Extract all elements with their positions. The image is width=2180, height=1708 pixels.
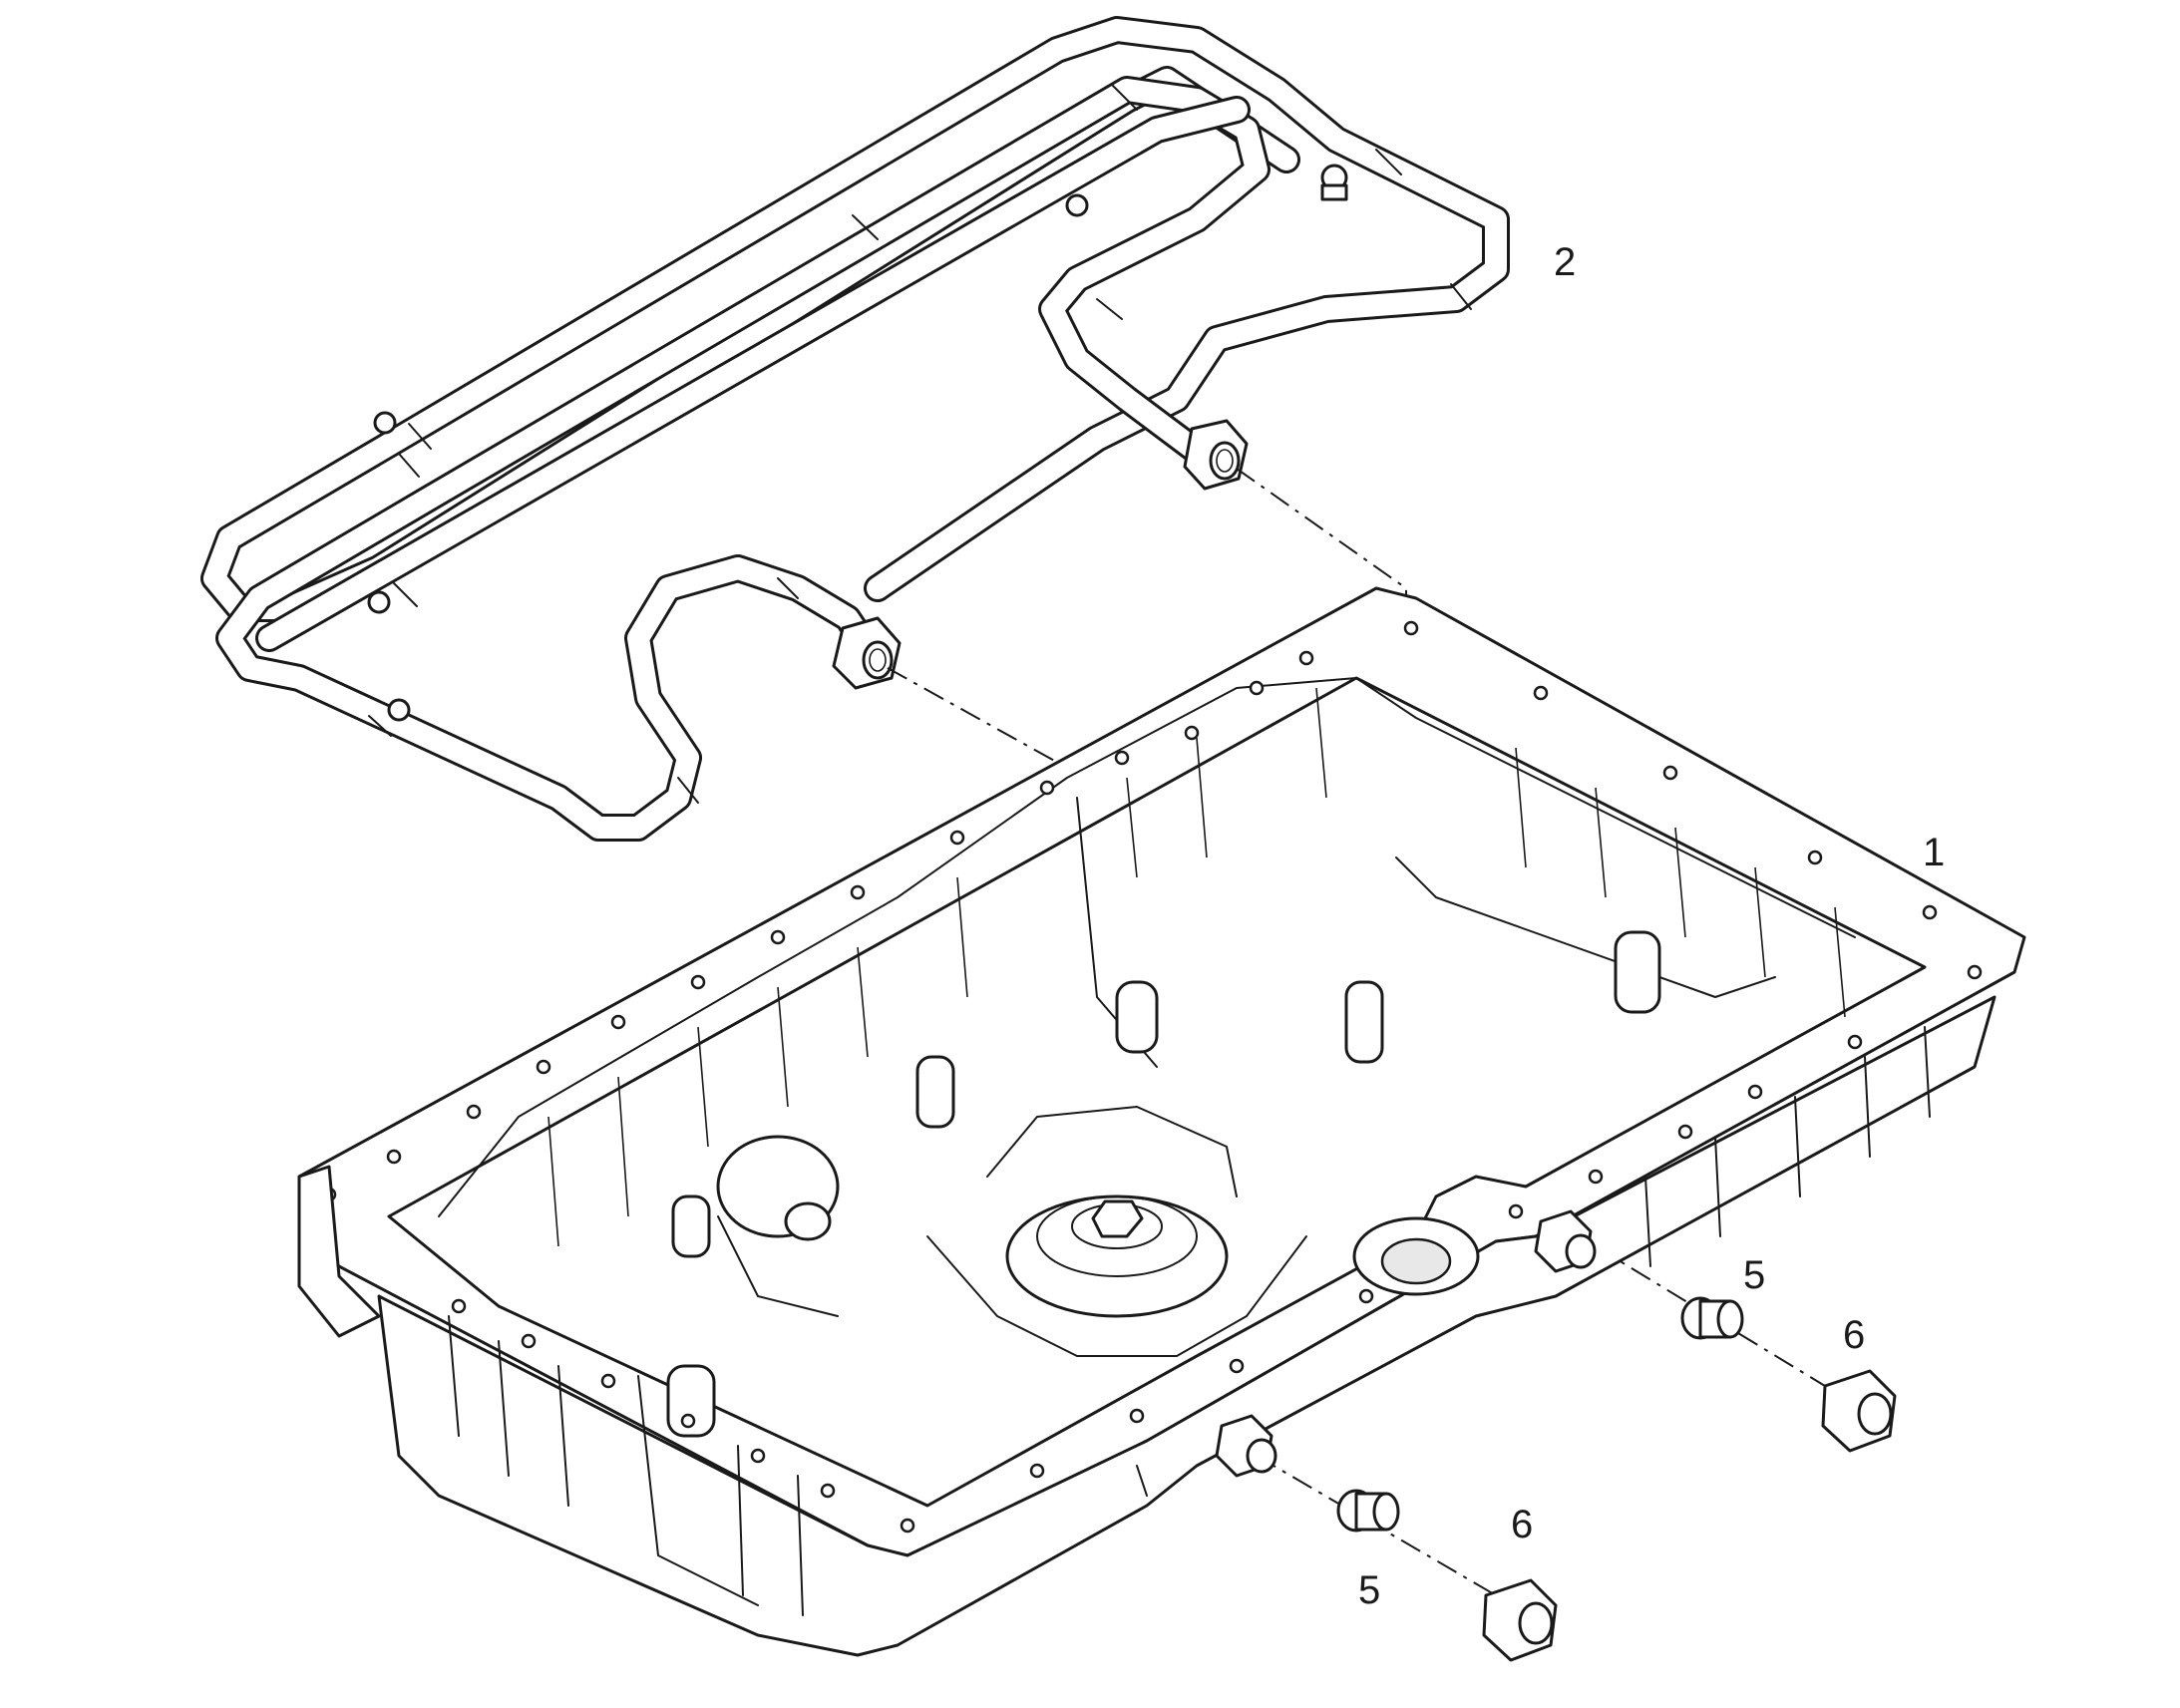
callout-6-upper: 6 xyxy=(1843,1313,1865,1357)
callout-5-upper: 5 xyxy=(1743,1253,1765,1297)
callout-2: 2 xyxy=(1554,240,1576,284)
clip-bolt xyxy=(367,164,1348,722)
oil-pickup xyxy=(926,1106,1307,1357)
oil-pan xyxy=(297,586,2026,1657)
pan-fitting-right xyxy=(1534,1209,1597,1273)
callout-5-lower: 5 xyxy=(1358,1568,1380,1612)
pan-post xyxy=(666,930,1661,1438)
line-fitting-right xyxy=(1183,419,1249,491)
nut-upper xyxy=(1821,1369,1897,1453)
callout-6-lower: 6 xyxy=(1511,1503,1533,1546)
flange-bolt-holes xyxy=(321,620,1983,1534)
nut-lower xyxy=(1482,1578,1558,1662)
pan-fitting-left xyxy=(1215,1414,1277,1478)
oil-cooler-lines xyxy=(200,16,1510,842)
drain-boss xyxy=(1352,1216,1480,1296)
callout-1: 1 xyxy=(1923,831,1945,874)
plug-upper xyxy=(1680,1296,1744,1340)
pan-baffle xyxy=(716,1135,840,1317)
line-fitting-left xyxy=(832,616,902,690)
plug-lower xyxy=(1336,1489,1400,1533)
